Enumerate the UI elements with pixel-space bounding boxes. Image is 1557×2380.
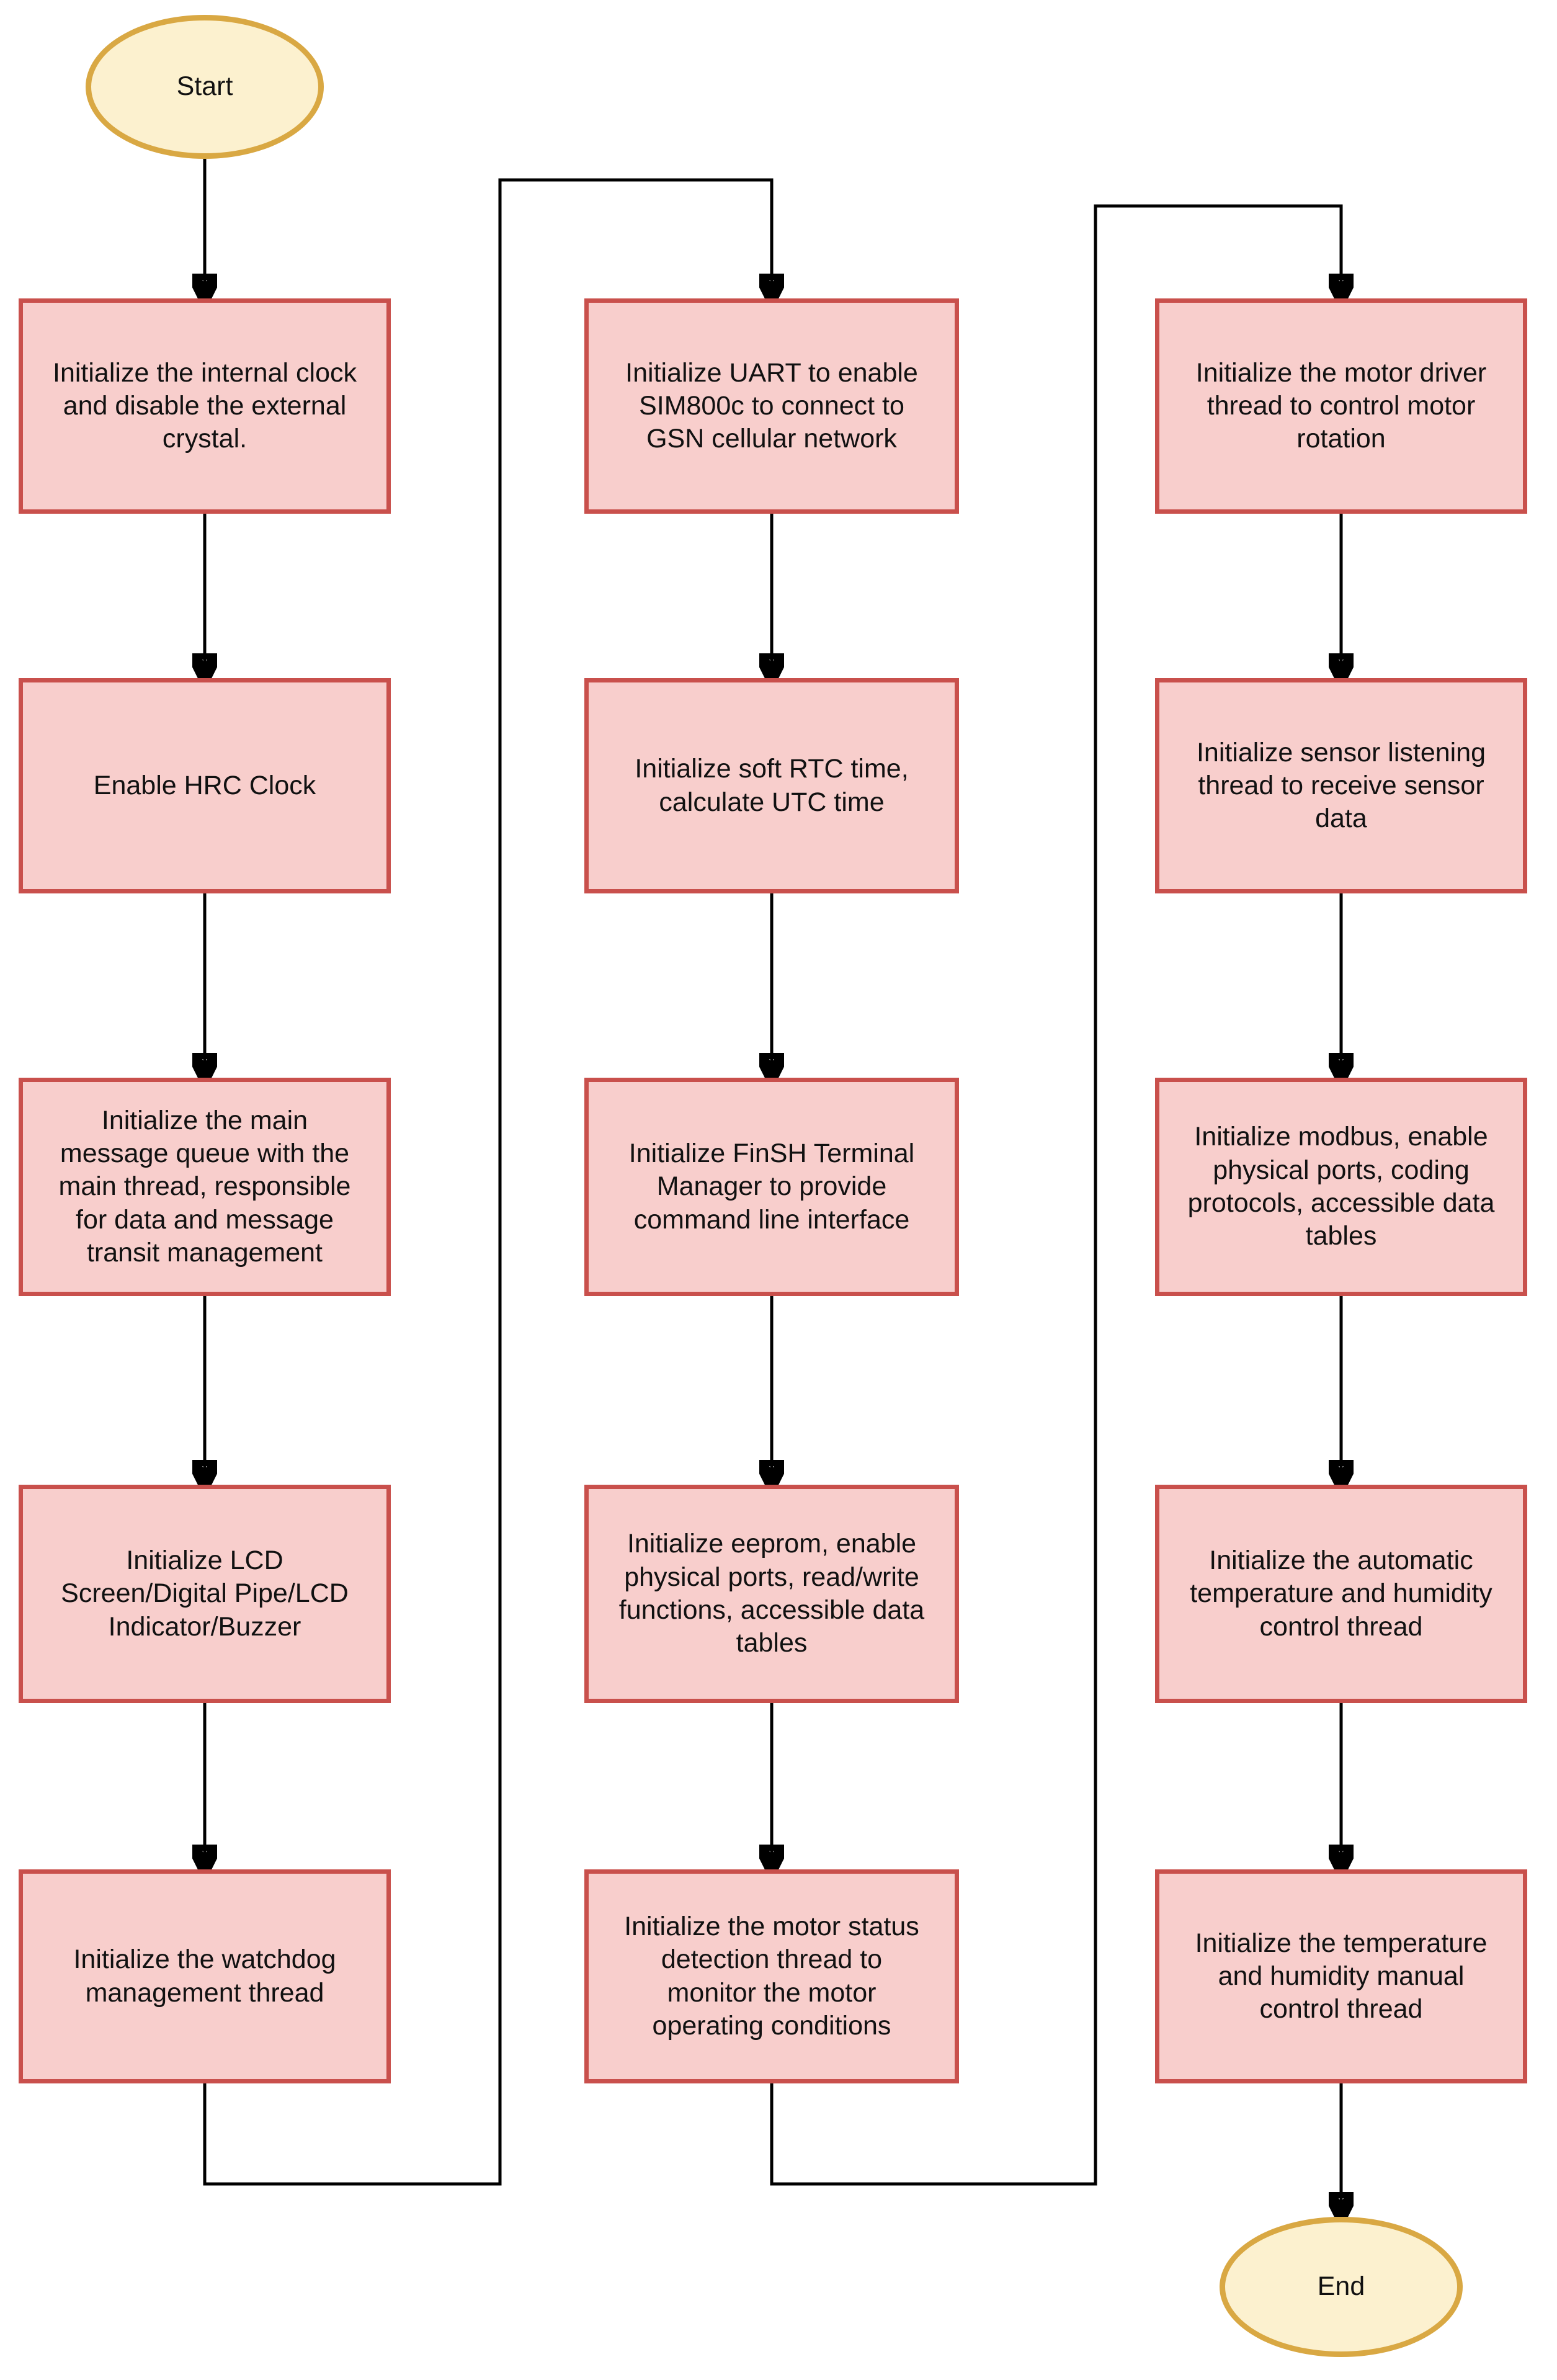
node-init-finsh-terminal: Initialize FinSH Terminal Manager to pro… <box>584 1078 959 1296</box>
node-init-internal-clock: Initialize the internal clock and disabl… <box>19 298 391 514</box>
node-label: Initialize modbus, enable physical ports… <box>1187 1122 1495 1251</box>
node-label: Initialize the automatic temperature and… <box>1190 1546 1492 1642</box>
node-init-modbus: Initialize modbus, enable physical ports… <box>1155 1078 1527 1296</box>
node-label: Initialize the main message queue with t… <box>58 1105 351 1268</box>
node-label: End <box>1317 2271 1365 2302</box>
node-enable-hrc-clock: Enable HRC Clock <box>19 678 391 893</box>
node-label: Initialize the motor status detection th… <box>624 1911 919 2041</box>
node-init-soft-rtc: Initialize soft RTC time, calculate UTC … <box>584 678 959 893</box>
node-init-motor-driver-thread: Initialize the motor driver thread to co… <box>1155 298 1527 514</box>
node-label: Initialize sensor listening thread to re… <box>1196 737 1486 834</box>
node-init-uart-sim800c: Initialize UART to enable SIM800c to con… <box>584 298 959 514</box>
node-label: Initialize FinSH Terminal Manager to pro… <box>628 1139 915 1235</box>
edge-c2r5-to-c3r1 <box>770 204 1341 2186</box>
node-init-sensor-listening-thread: Initialize sensor listening thread to re… <box>1155 678 1527 893</box>
node-end-terminal: End <box>1220 2217 1463 2357</box>
node-label: Initialize LCD Screen/Digital Pipe/LCD I… <box>61 1546 349 1642</box>
node-init-lcd-screen: Initialize LCD Screen/Digital Pipe/LCD I… <box>19 1485 391 1703</box>
node-label: Enable HRC Clock <box>93 770 316 800</box>
node-label: Initialize the motor driver thread to co… <box>1195 357 1487 454</box>
node-label: Initialize the temperature and humidity … <box>1195 1928 1488 2024</box>
node-label: Initialize the internal clock and disabl… <box>53 357 357 454</box>
node-label: Initialize the watchdog management threa… <box>73 1944 336 2008</box>
node-label: Initialize eeprom, enable physical ports… <box>618 1529 925 1658</box>
node-start-terminal: Start <box>86 15 324 159</box>
edge-c1r5-to-c2r1 <box>203 178 772 2186</box>
node-label: Start <box>176 71 233 102</box>
node-init-motor-status-thread: Initialize the motor status detection th… <box>584 1869 959 2083</box>
node-init-auto-temp-humidity-thread: Initialize the automatic temperature and… <box>1155 1485 1527 1703</box>
node-init-eeprom: Initialize eeprom, enable physical ports… <box>584 1485 959 1703</box>
node-label: Initialize soft RTC time, calculate UTC … <box>635 754 909 817</box>
node-label: Initialize UART to enable SIM800c to con… <box>625 357 918 454</box>
node-init-watchdog-thread: Initialize the watchdog management threa… <box>19 1869 391 2083</box>
node-init-main-message-queue: Initialize the main message queue with t… <box>19 1078 391 1296</box>
node-init-manual-temp-humidity-thread: Initialize the temperature and humidity … <box>1155 1869 1527 2083</box>
